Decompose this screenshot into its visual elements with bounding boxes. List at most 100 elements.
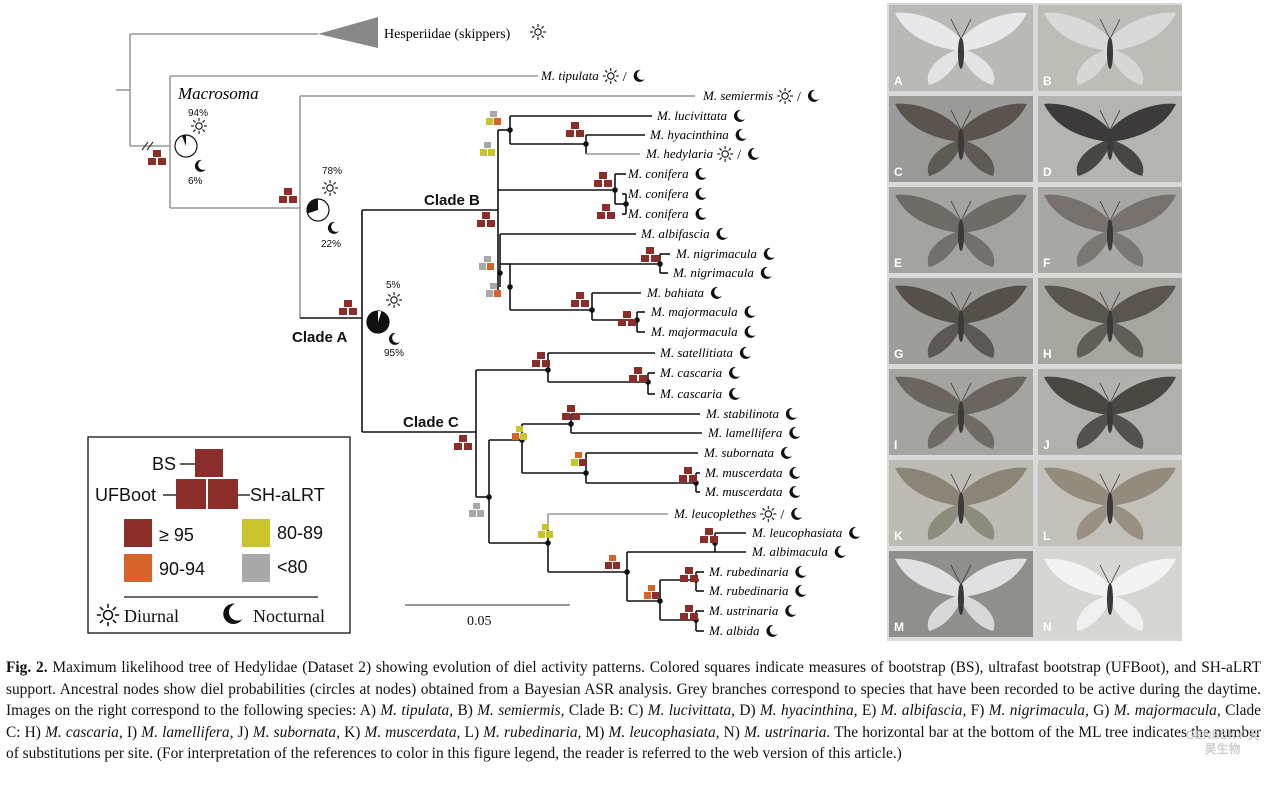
tip-label: M. cascaria <box>659 386 723 401</box>
tip-labels: M. tipulata/M. semiermis/M. lucivittataM… <box>540 67 861 638</box>
photo-label: M <box>894 620 904 634</box>
moon-icon <box>795 565 807 578</box>
specimen-photo: D <box>1038 96 1182 182</box>
specimen-photo: K <box>889 460 1033 546</box>
moth-illustration <box>1044 103 1176 176</box>
moth-illustration <box>1044 376 1176 449</box>
tip-label: M. nigrimacula <box>672 265 754 280</box>
svg-text:<80: <80 <box>277 557 308 577</box>
moon-icon <box>789 426 801 439</box>
moon-icon <box>807 89 820 102</box>
specimen-photo: N <box>1038 551 1182 637</box>
photo-label: E <box>894 256 903 270</box>
moon-icon <box>695 187 707 200</box>
specimen-photo: B <box>1038 5 1182 91</box>
genus-label: Macrosoma <box>177 84 259 103</box>
slash-separator: / <box>623 70 627 85</box>
tip-label: M. conifera <box>627 186 689 201</box>
moon-icon <box>766 624 778 637</box>
moth-illustration <box>895 376 1027 449</box>
tip-label: M. leucoplethes <box>673 506 756 521</box>
svg-text:94%: 94% <box>188 108 208 119</box>
moon-icon <box>780 446 793 459</box>
phylogenetic-tree: Hesperiidae (skippers) Macrosoma Clade A… <box>87 17 861 638</box>
sun-icon <box>529 23 547 41</box>
moon-icon <box>716 227 728 240</box>
moon-icon <box>834 545 846 558</box>
photo-label: A <box>894 74 903 88</box>
tip-label: M. leucophasiata <box>751 525 843 540</box>
tip-label: M. nigrimacula <box>675 246 757 261</box>
tip-label: M. cascaria <box>659 365 723 380</box>
svg-text:≥ 95: ≥ 95 <box>159 525 194 545</box>
support-legend: BS UFBoot SH-aLRT ≥ 95 80-89 90-94 <80 D… <box>87 436 351 634</box>
photo-label: B <box>1043 74 1052 88</box>
tip-label: M. rubedinaria <box>708 564 789 579</box>
photo-label: L <box>1043 529 1051 543</box>
moon-icon <box>633 69 645 82</box>
legend-swatch-ge95 <box>124 519 152 547</box>
svg-text:95%: 95% <box>384 348 404 359</box>
svg-text:22%: 22% <box>321 239 341 250</box>
svg-text:5%: 5% <box>386 280 401 291</box>
tip-label: M. majormacula <box>650 304 738 319</box>
moon-icon <box>735 128 747 141</box>
watermark-logo: GENESKY 天昊生物 <box>1185 728 1260 756</box>
photo-label: N <box>1043 620 1052 634</box>
outgroup-triangle <box>318 17 378 48</box>
tip-label: M. conifera <box>627 166 689 181</box>
moon-icon <box>789 466 801 479</box>
moon-icon <box>733 109 746 122</box>
photo-label: J <box>1043 438 1050 452</box>
moth-illustration <box>1044 285 1176 358</box>
tip-label: M. hyacinthina <box>649 127 729 142</box>
legend-swatch-80-89 <box>242 519 270 547</box>
tip-label: M. majormacula <box>650 324 738 339</box>
support-squares <box>148 111 718 620</box>
legend-swatch-90-94 <box>124 554 152 582</box>
moon-icon <box>748 147 760 160</box>
specimen-photo: A <box>889 5 1033 91</box>
scale-bar-label: 0.05 <box>467 614 492 629</box>
moon-icon <box>849 526 861 539</box>
tip-label: M. subornata <box>703 445 775 460</box>
asr-pie-clade-a: 5% 95% <box>366 280 404 359</box>
legend-ufboot-label: UFBoot <box>95 485 156 505</box>
tip-label: M. ustrinaria <box>708 603 779 618</box>
specimen-photo: L <box>1038 460 1182 546</box>
sun-icon <box>776 87 794 105</box>
photo-label: D <box>1043 165 1052 179</box>
moth-illustration <box>895 285 1027 358</box>
tip-label: M. albifascia <box>640 226 710 241</box>
outgroup-label: Hesperiidae (skippers) <box>384 27 511 42</box>
photo-label: K <box>894 529 903 543</box>
moon-icon <box>739 346 751 359</box>
specimen-photo: J <box>1038 369 1182 455</box>
sun-icon <box>602 67 620 85</box>
tip-label: M. muscerdata <box>704 484 783 499</box>
moon-icon <box>728 387 741 400</box>
moon-icon <box>695 167 707 180</box>
slash-separator: / <box>737 148 741 163</box>
specimen-photo: M <box>889 551 1033 637</box>
tip-label: M. muscerdata <box>704 465 783 480</box>
clade-b-label: Clade B <box>424 192 480 209</box>
svg-text:90-94: 90-94 <box>159 559 205 579</box>
slash-separator: / <box>797 90 801 105</box>
svg-text:6%: 6% <box>188 176 203 187</box>
svg-text:80-89: 80-89 <box>277 523 323 543</box>
moon-icon <box>710 286 723 299</box>
moon-icon <box>744 325 756 338</box>
moth-illustration <box>1044 12 1176 85</box>
moth-illustration <box>1044 558 1176 631</box>
figure-caption: Fig. 2. Maximum likelihood tree of Hedyl… <box>6 659 1262 763</box>
tip-label: M. stabilinota <box>705 406 779 421</box>
tip-label: M. semiermis <box>702 88 773 103</box>
moth-illustration <box>895 12 1027 85</box>
moon-icon <box>789 485 801 498</box>
legend-swatch-lt80 <box>242 554 270 582</box>
photo-label: H <box>1043 347 1052 361</box>
tip-label: M. conifera <box>627 206 689 221</box>
moon-icon <box>785 407 797 420</box>
tip-label: M. albimacula <box>751 544 828 559</box>
